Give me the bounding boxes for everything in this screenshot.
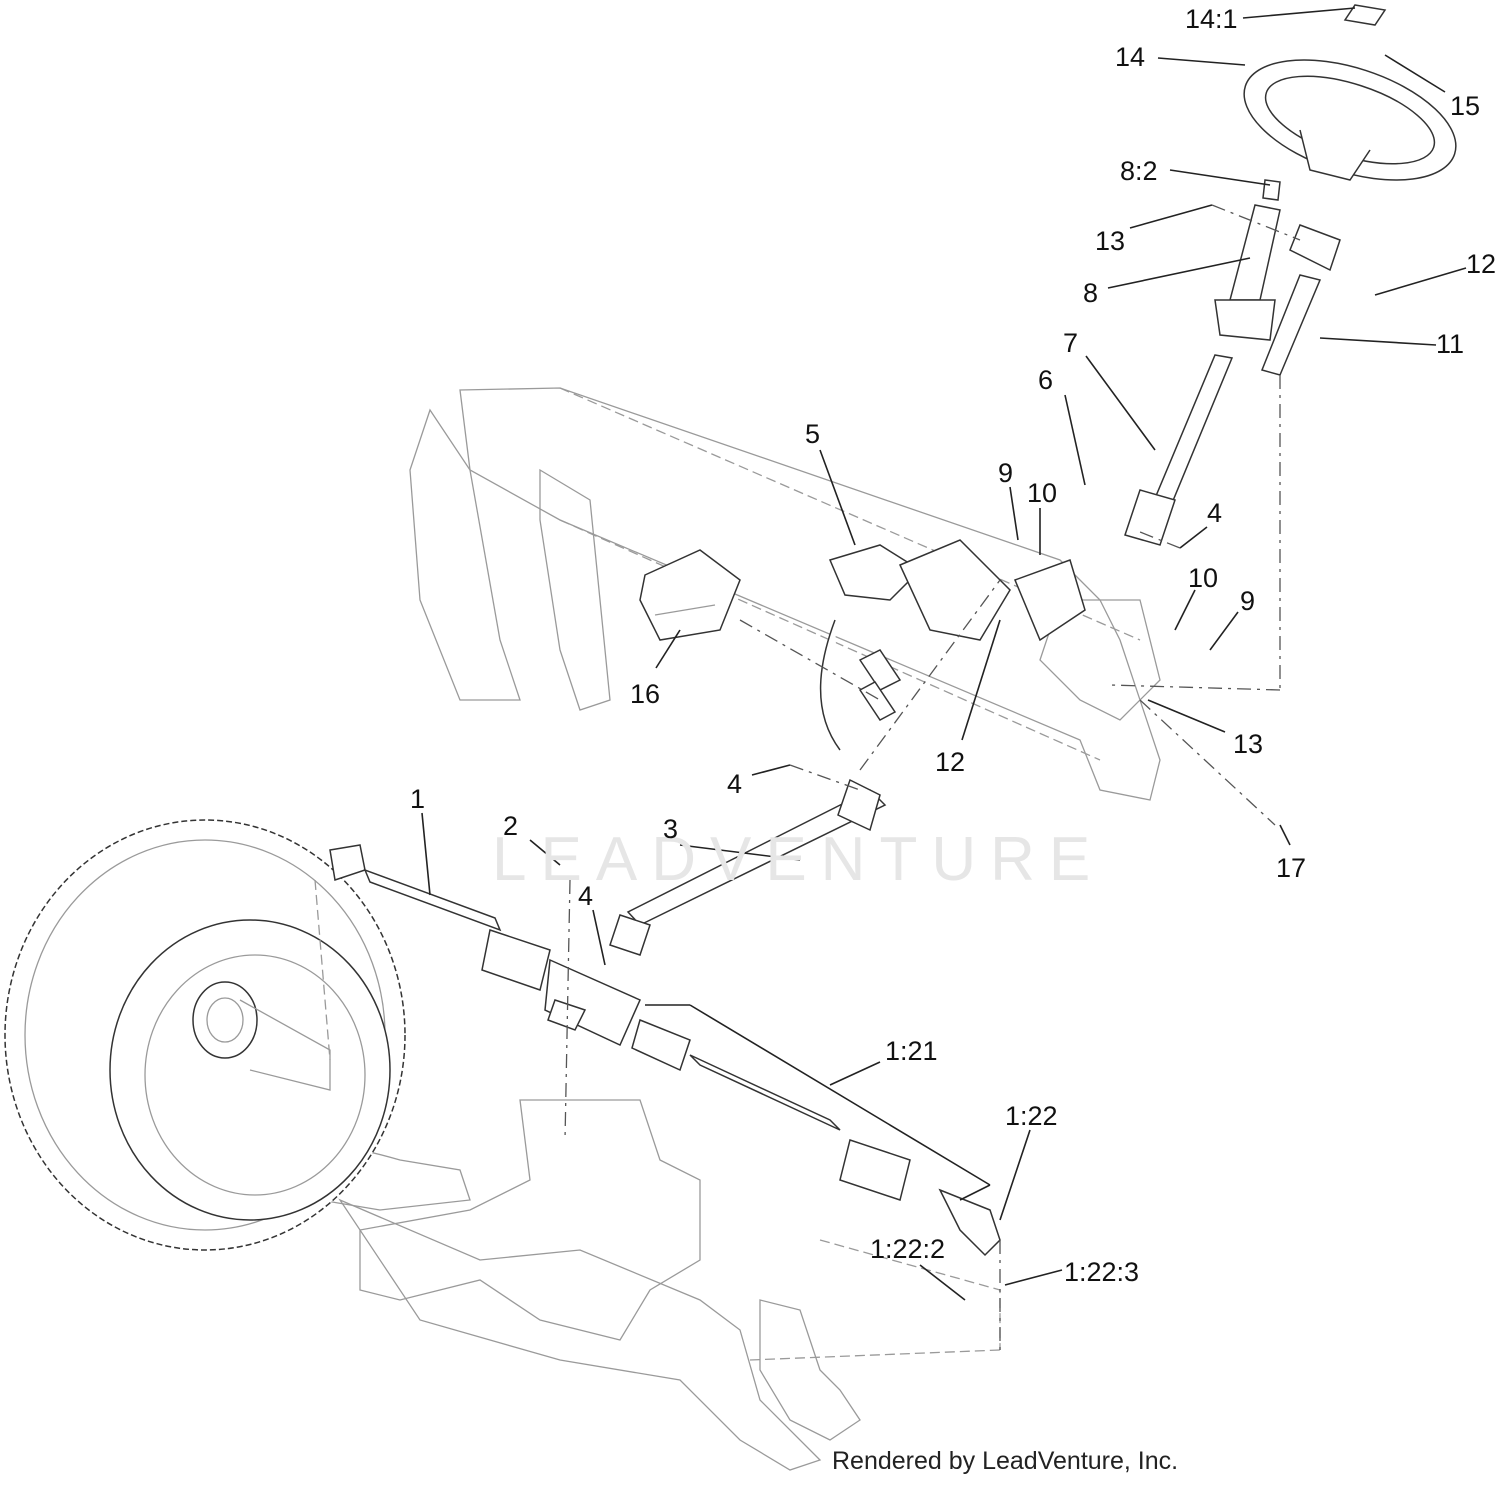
callout: 16: [630, 679, 660, 709]
callout: 10: [1188, 563, 1218, 593]
callout: 1:22:3: [1064, 1257, 1139, 1287]
callout: 12: [935, 747, 965, 777]
callout: 15: [1450, 91, 1480, 121]
svg-text:LEADVENTURE: LEADVENTURE: [492, 825, 1104, 894]
callout: 1:22: [1005, 1101, 1058, 1131]
callout: 5: [805, 419, 820, 449]
callout: 9: [1240, 586, 1255, 616]
callout: 4: [727, 769, 742, 799]
control-module: [639, 549, 741, 641]
callout: 10: [1027, 478, 1057, 508]
callout: 13: [1233, 729, 1263, 759]
callout: 3: [663, 814, 678, 844]
callout: 4: [1207, 498, 1222, 528]
intermediate-shaft: [609, 778, 887, 956]
callout: 13: [1095, 226, 1125, 256]
steering-rack: [329, 844, 1001, 1257]
assembly-centerlines: [564, 204, 1301, 1350]
callout: 1:22:2: [870, 1234, 945, 1264]
eps-motor-assembly: [819, 539, 1086, 751]
callout: 6: [1038, 365, 1053, 395]
callout: 1: [410, 784, 425, 814]
callout: 14: [1115, 42, 1145, 72]
callout-labels: 14:1 14 15 8:2 13 12 8 11 7 6 5 9 10 4 1…: [410, 4, 1496, 1287]
watermark: LEADVENTURE: [492, 825, 1104, 894]
callout: 14:1: [1185, 4, 1238, 34]
steering-wheel: [1243, 4, 1457, 181]
callout: 8: [1083, 278, 1098, 308]
render-credit: Rendered by LeadVenture, Inc.: [832, 1447, 1179, 1475]
callout: 11: [1436, 329, 1464, 359]
callout: 7: [1063, 328, 1078, 358]
callout: 9: [998, 458, 1013, 488]
callout: 2: [503, 811, 518, 841]
leader-lines: [421, 7, 1467, 1301]
steering-column: [1124, 179, 1341, 546]
callout: 17: [1276, 853, 1306, 883]
callout: 1:21: [885, 1036, 938, 1066]
callout: 12: [1466, 249, 1496, 279]
front-wheel-tire: [4, 819, 406, 1251]
callout: 8:2: [1120, 156, 1158, 186]
callout: 4: [578, 881, 593, 911]
